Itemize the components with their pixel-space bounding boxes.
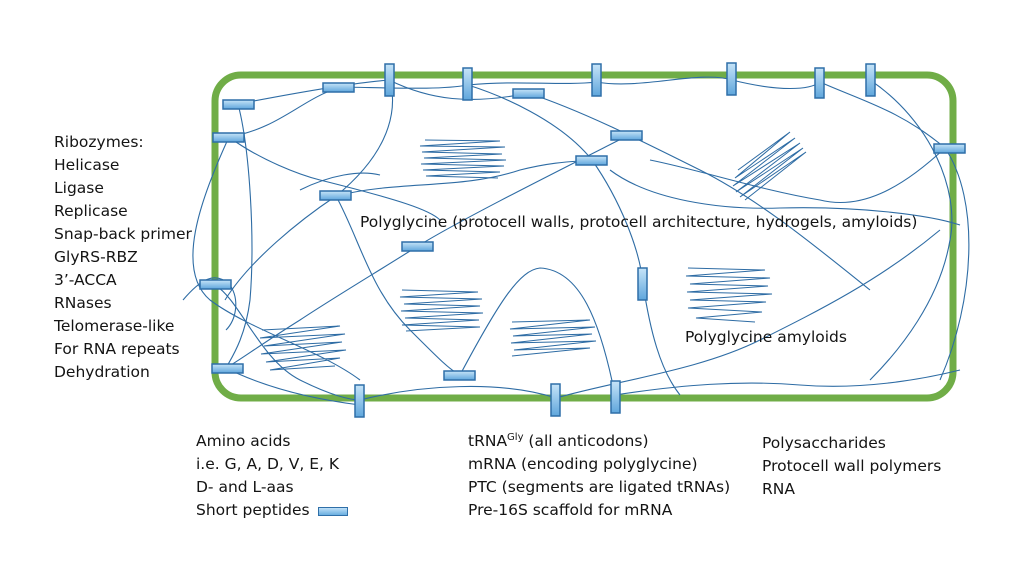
peptide bbox=[443, 370, 476, 381]
amino-line: i.e. G, A, D, V, E, K bbox=[196, 455, 340, 473]
short-peptide-legend-icon bbox=[317, 507, 348, 516]
ribozyme-item: Replicase bbox=[54, 202, 128, 220]
ribozyme-item: 3’-ACCA bbox=[54, 271, 117, 289]
trna-line: tRNAGly (all anticodons) bbox=[468, 430, 730, 453]
trna-rest-text: (all anticodons) bbox=[523, 432, 649, 450]
peptide bbox=[575, 155, 608, 166]
trna-text: tRNA bbox=[468, 432, 508, 450]
peptide bbox=[384, 63, 395, 97]
ptc-line: PTC (segments are ligated tRNAs) bbox=[468, 478, 731, 496]
peptide bbox=[591, 63, 602, 97]
peptide bbox=[401, 241, 434, 252]
ribozyme-item: For RNA repeats bbox=[54, 340, 180, 358]
peptide bbox=[462, 67, 473, 101]
ribozymes-list: Ribozymes: Helicase Ligase Replicase Sna… bbox=[54, 131, 192, 384]
peptide bbox=[322, 82, 355, 93]
peptide bbox=[814, 67, 825, 99]
rna-strands bbox=[182, 76, 970, 406]
polymers-list: Polysaccharides Protocell wall polymers … bbox=[762, 432, 941, 501]
short-peptides-label: Short peptides bbox=[196, 501, 310, 519]
polyglycine-walls-label: Polyglycine (protocell walls, protocell … bbox=[360, 213, 918, 231]
ribozyme-item: Snap-back primer bbox=[54, 225, 192, 243]
ribozyme-item: Ligase bbox=[54, 179, 104, 197]
peptide bbox=[319, 190, 352, 201]
mrna-line: mRNA (encoding polyglycine) bbox=[468, 455, 698, 473]
ribozyme-item: GlyRS-RBZ bbox=[54, 248, 138, 266]
peptide bbox=[212, 132, 245, 143]
rna-components-list: tRNAGly (all anticodons) mRNA (encoding … bbox=[468, 430, 730, 522]
peptide bbox=[199, 279, 232, 290]
polymer-line: RNA bbox=[762, 480, 795, 498]
peptide bbox=[637, 267, 648, 301]
polymer-line: Protocell wall polymers bbox=[762, 457, 942, 475]
polymer-line: Polysaccharides bbox=[762, 434, 886, 452]
peptide bbox=[354, 384, 365, 418]
peptide bbox=[222, 99, 255, 110]
amino-line: Amino acids bbox=[196, 432, 291, 450]
peptide bbox=[610, 130, 643, 141]
trna-superscript: Gly bbox=[507, 432, 524, 443]
short-peptides bbox=[199, 62, 966, 418]
polyglycine-amyloids-label: Polyglycine amyloids bbox=[685, 328, 847, 346]
amino-acids-list: Amino acids i.e. G, A, D, V, E, K D- and… bbox=[196, 430, 348, 522]
ribozyme-item: Telomerase-like bbox=[54, 317, 175, 335]
amino-line: D- and L-aas bbox=[196, 478, 294, 496]
ribozyme-item: Helicase bbox=[54, 156, 120, 174]
scaffold-line: Pre-16S scaffold for mRNA bbox=[468, 501, 673, 519]
amino-line: Short peptides bbox=[196, 499, 348, 522]
peptide bbox=[512, 88, 545, 99]
peptide bbox=[550, 383, 561, 417]
peptide bbox=[933, 143, 966, 154]
ribozyme-item: Dehydration bbox=[54, 363, 150, 381]
peptide bbox=[610, 380, 621, 414]
ribozyme-item: RNases bbox=[54, 294, 112, 312]
peptide bbox=[726, 62, 737, 96]
peptide bbox=[211, 363, 244, 374]
peptide bbox=[865, 63, 876, 97]
ribozymes-title: Ribozymes: bbox=[54, 133, 144, 151]
protocell-membrane bbox=[211, 71, 957, 402]
amyloid-scribbles bbox=[259, 131, 807, 371]
